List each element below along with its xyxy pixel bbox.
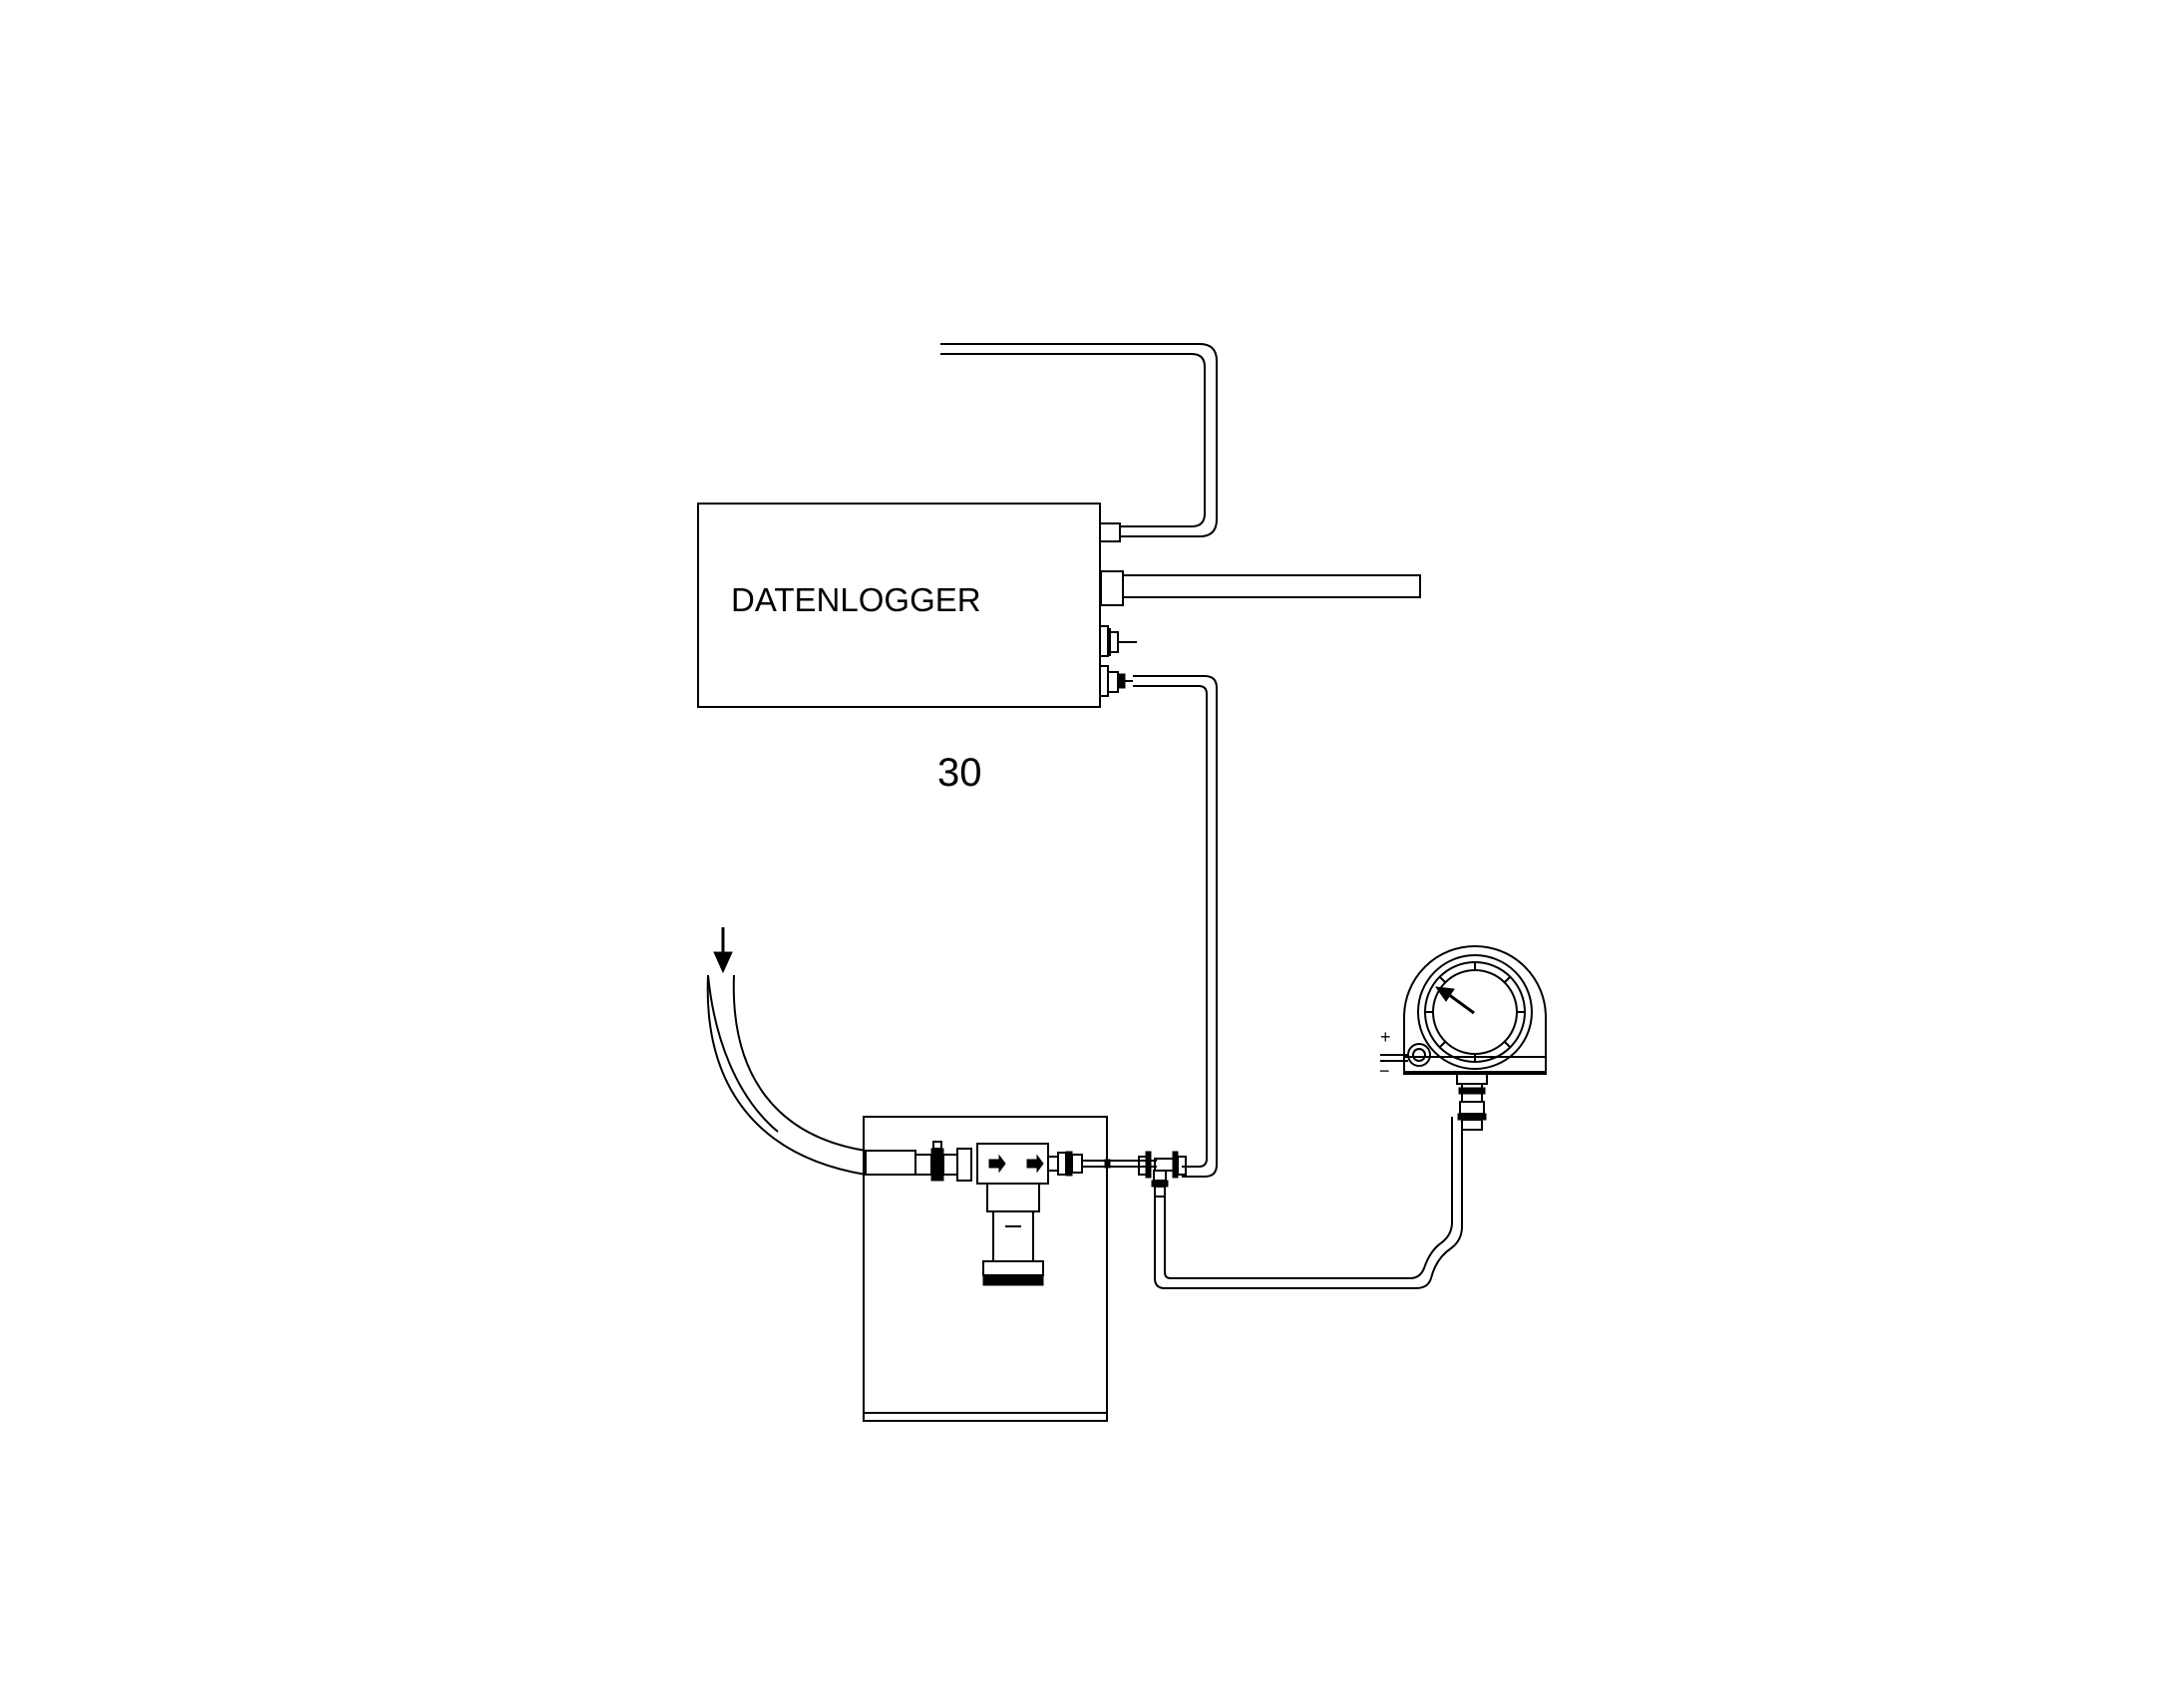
datalogger-label: DATENLOGGER [731,581,981,618]
minus-terminal-label: − [1379,1061,1390,1081]
valve-body [976,1143,1049,1286]
mounting-plate [863,1116,1108,1422]
hose-coupling [865,1141,972,1182]
middle-cable [1100,570,1421,606]
valve-outlet-fitting [1047,1151,1157,1177]
gauge-needle-icon [1434,986,1475,1015]
bezel-notches [1425,962,1525,1062]
pressure-line-to-logger [1133,675,1218,1178]
flow-arrow-icon [713,927,733,974]
top-cable [940,343,1218,537]
datalogger-box: DATENLOGGER [697,503,1101,708]
pressure-gauge: + − [1379,945,1547,1131]
top-cable-connector [1099,522,1121,542]
datalogger-fitting-upper [1099,625,1137,657]
pressure-line-to-gauge [1154,1117,1463,1289]
datalogger-fitting-lower [1099,665,1133,697]
reference-number-label: 30 [937,751,982,795]
tee-junction [1138,1151,1187,1197]
plus-terminal-label: + [1380,1027,1391,1047]
inlet-hose [706,974,867,1176]
